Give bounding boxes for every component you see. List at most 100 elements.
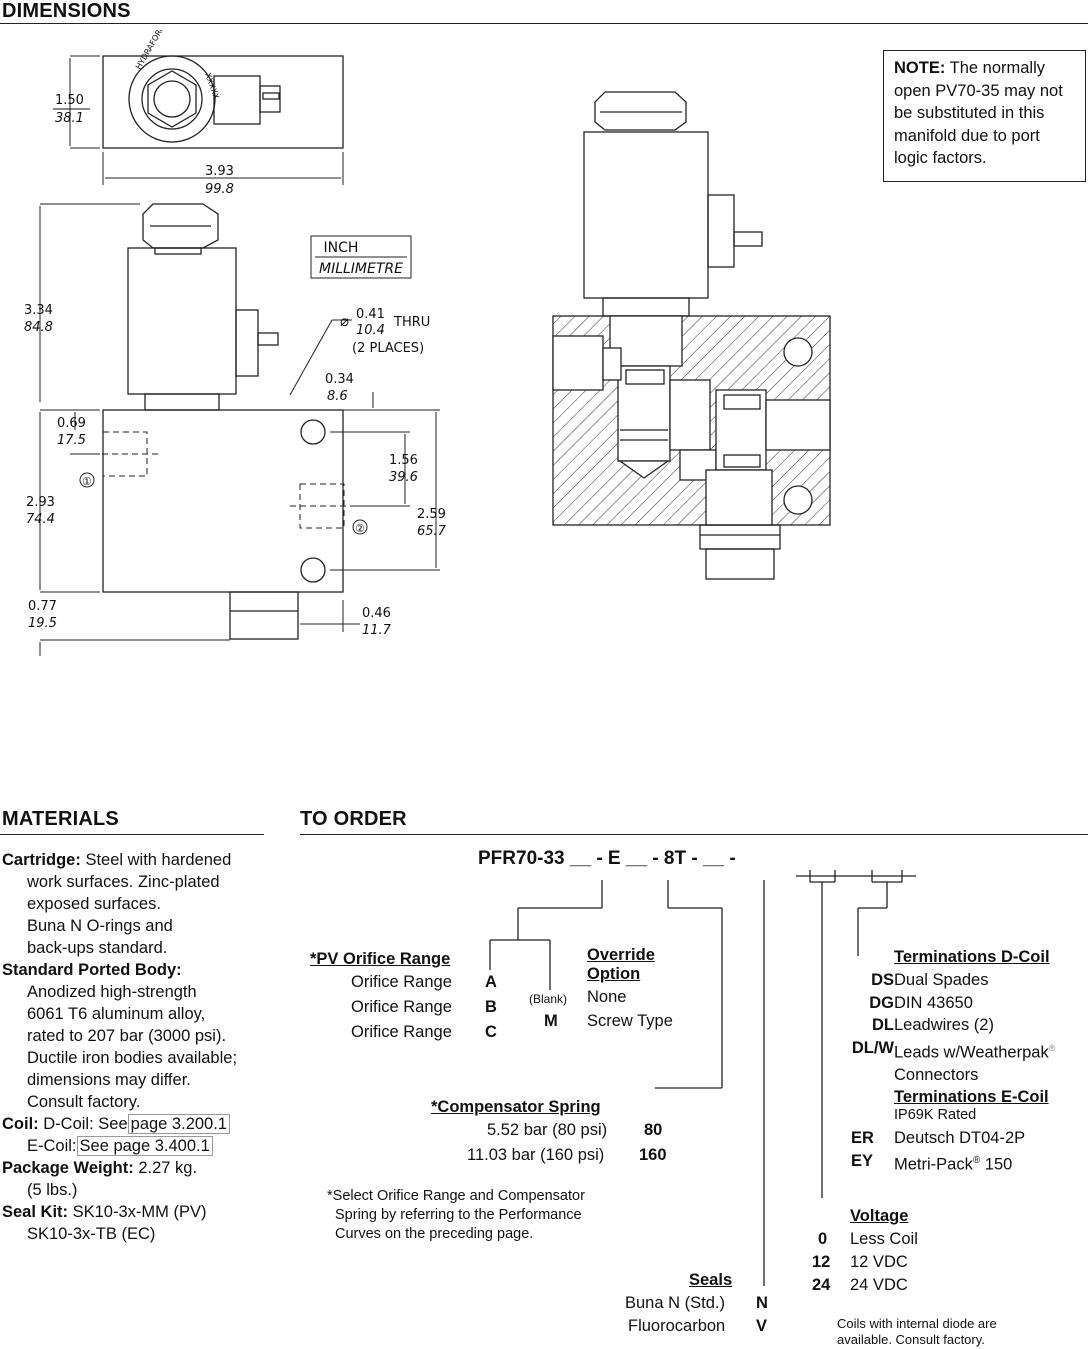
svg-text:19.5: 19.5	[28, 616, 57, 631]
override-blank-code: (Blank)	[529, 992, 568, 1006]
term-e-label-er: Deutsch DT04-2P	[894, 1129, 1026, 1147]
spring-row-160: 11.03 bar (160 psi)	[467, 1146, 605, 1164]
svg-text:38.1: 38.1	[55, 111, 84, 126]
svg-text:①: ①	[82, 475, 92, 488]
pv-orifice-heading: *PV Orifice Range	[310, 950, 451, 968]
seal-label: Seal Kit:	[2, 1203, 69, 1221]
dimensions-rule	[0, 23, 1088, 24]
note-text: The normally open PV70-35 may not be sub…	[894, 59, 1063, 167]
top-view-body	[102, 55, 344, 149]
svg-text:②: ②	[355, 522, 365, 535]
coil-d-prefix: D-Coil: See	[43, 1115, 128, 1133]
override-heading: Override Option	[587, 946, 655, 983]
svg-text:17.5: 17.5	[57, 433, 86, 448]
spring-code-160: 160	[639, 1146, 667, 1164]
weight-value: 2.27 kg.	[138, 1159, 198, 1177]
seal-buna: Buna N (Std.)	[625, 1294, 725, 1312]
voltage-code-12: 12	[812, 1253, 831, 1271]
body-line: rated to 207 bar (3000 psi).	[27, 1027, 227, 1045]
front-cartridge-bottom	[229, 591, 299, 640]
spring-code-80: 80	[644, 1121, 663, 1139]
svg-text:99.8: 99.8	[205, 182, 234, 197]
body-label: Standard Ported Body:	[2, 961, 182, 979]
svg-text:1.56: 1.56	[389, 453, 418, 468]
coil-e-page-link[interactable]: See page 3.400.1	[76, 1136, 213, 1156]
svg-text:3.34: 3.34	[24, 303, 53, 318]
body-line: 6061 T6 aluminum alloy,	[27, 1005, 206, 1023]
term-d-heading: Terminations D-Coil	[894, 948, 1050, 966]
voltage-label-24: 24 VDC	[850, 1276, 908, 1294]
term-e-code-er: ER	[851, 1129, 874, 1147]
term-d-list: DS DG DL DL/W	[851, 971, 894, 1057]
section-coil-body	[583, 131, 709, 299]
svg-text:INCH: INCH	[324, 240, 359, 256]
voltage-code-24: 24	[812, 1276, 831, 1294]
svg-text:0.34: 0.34	[325, 372, 354, 387]
spring-heading: *Compensator Spring	[431, 1098, 601, 1116]
voltage-label-0: Less Coil	[850, 1230, 918, 1248]
cartridge-line: Steel with hardened	[85, 851, 232, 869]
coil-label: Coil:	[2, 1115, 39, 1133]
seal-code-v: V	[756, 1317, 768, 1335]
note-box: NOTE: The normally open PV70-35 may not …	[883, 50, 1086, 182]
term-e-code-ey: EY	[851, 1152, 874, 1170]
body-line: Consult factory.	[27, 1093, 141, 1111]
materials-title: MATERIALS	[2, 808, 119, 830]
note-label: NOTE:	[894, 59, 946, 77]
term-e-heading: Terminations E-Coil	[894, 1088, 1049, 1106]
term-e-sub: IP69K Rated	[894, 1107, 977, 1123]
order-rule	[300, 834, 1088, 835]
weight-label: Package Weight:	[2, 1159, 134, 1177]
svg-text:0.69: 0.69	[57, 416, 86, 431]
svg-text:2.59: 2.59	[417, 507, 446, 522]
materials-block: Cartridge: Steel with hardened work surf…	[2, 849, 267, 1245]
materials-rule	[0, 834, 264, 835]
cartridge-line: Buna N O-rings and	[27, 917, 173, 935]
svg-text:2.93: 2.93	[26, 495, 55, 510]
svg-text:(2 PLACES): (2 PLACES)	[352, 341, 424, 356]
voltage-code-0: 0	[818, 1230, 828, 1248]
seals-heading: Seals	[689, 1271, 733, 1289]
orifice-footnote: *Select Orifice Range and Compensator Sp…	[327, 1188, 585, 1242]
order-connectors	[489, 870, 916, 1286]
svg-text:0.77: 0.77	[28, 599, 57, 614]
cartridge-line: exposed surfaces.	[27, 895, 161, 913]
svg-text:0.46: 0.46	[362, 606, 391, 621]
svg-text:39.6: 39.6	[389, 470, 418, 485]
coil-d-page-link[interactable]: page 3.200.1	[127, 1114, 230, 1134]
svg-text:84.8: 84.8	[24, 320, 53, 335]
svg-text:65.7: 65.7	[417, 524, 447, 539]
svg-text:⌀: ⌀	[340, 312, 349, 330]
body-line: Anodized high-strength	[27, 983, 197, 1001]
override-screw: Screw Type	[587, 1012, 673, 1030]
cartridge-label: Cartridge:	[2, 851, 81, 869]
voltage-label-12: 12 VDC	[850, 1253, 908, 1271]
svg-text:11.7: 11.7	[362, 623, 392, 638]
svg-text:MILLIMETRE: MILLIMETRE	[319, 261, 403, 277]
cartridge-line: work surfaces. Zinc-plated	[27, 873, 220, 891]
top-view-coil	[128, 55, 216, 143]
svg-text:10.4: 10.4	[356, 323, 385, 338]
voltage-heading: Voltage	[850, 1207, 909, 1225]
svg-text:THRU: THRU	[393, 315, 430, 330]
svg-text:1.50: 1.50	[55, 93, 84, 108]
seal-line: SK10-3x-TB (EC)	[27, 1225, 156, 1243]
seal-fluoro: Fluorocarbon	[628, 1317, 726, 1335]
override-m-code: M	[544, 1012, 558, 1030]
body-line: dimensions may differ.	[27, 1071, 191, 1089]
dimensions-drawing: 1.50 38.1 3.93 99.8 HYDRAFORCE XXXXX INC…	[24, 30, 831, 656]
seal-line: SK10-3x-MM (PV)	[72, 1203, 207, 1221]
coil-e-prefix: E-Coil:	[27, 1137, 77, 1155]
front-body	[102, 409, 344, 593]
section-coil-nut	[594, 91, 687, 131]
dimensions-title: DIMENSIONS	[2, 0, 131, 22]
cartridge-line: back-ups standard.	[27, 939, 168, 957]
spring-row-80: 5.52 bar (80 psi)	[487, 1121, 608, 1139]
override-none: None	[587, 988, 627, 1006]
model-code: PFR70-33 __ - E __ - 8T - __ -	[478, 848, 736, 869]
weight-lbs: (5 lbs.)	[27, 1181, 78, 1199]
coil-diode-note: Coils with internal diode are available.…	[837, 1316, 997, 1347]
order-title: TO ORDER	[300, 808, 407, 830]
svg-text:74.4: 74.4	[26, 512, 55, 527]
